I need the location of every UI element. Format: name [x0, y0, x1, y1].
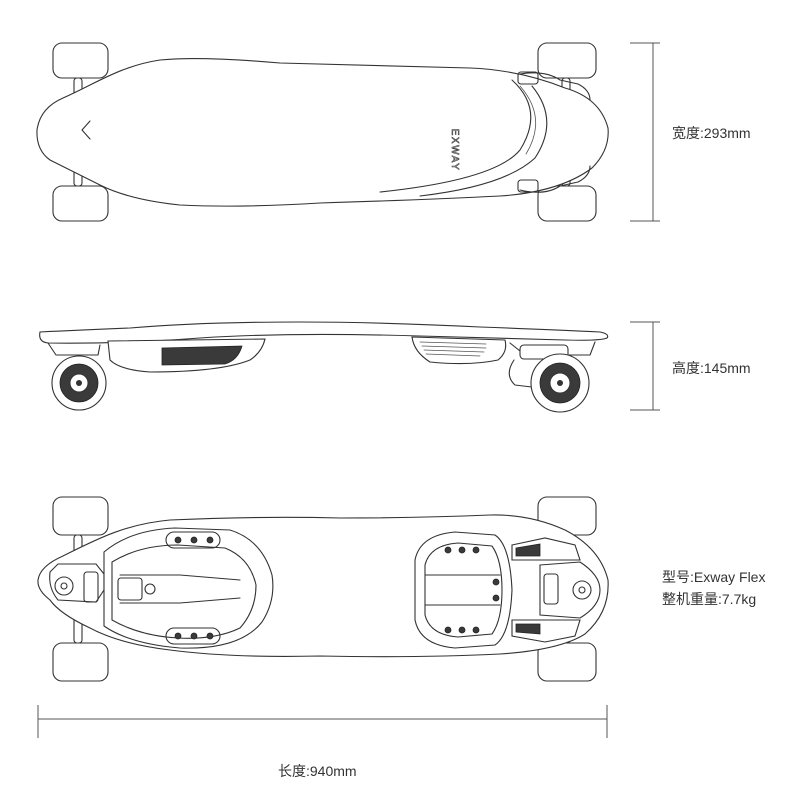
top-view-deck: [37, 59, 608, 207]
model-label: 型号:Exway Flex: [662, 569, 766, 585]
top-view-wheels: [53, 43, 596, 221]
height-dimension-line: [630, 322, 660, 410]
length-dimension-line: [38, 705, 607, 738]
weight-label: 整机重量:7.7kg: [662, 591, 757, 607]
width-dimension-line: [630, 43, 660, 221]
top-view: EXWAY: [37, 43, 608, 221]
bottom-view: [38, 497, 608, 681]
deck-logo: EXWAY: [449, 129, 460, 172]
bottom-view-front-drive: [512, 538, 600, 642]
side-view-front-wheel: [531, 354, 589, 412]
side-view-vents: [420, 342, 486, 356]
deck-direction-arrow: [82, 121, 90, 139]
bottom-view-battery-enclosure: [104, 528, 273, 648]
bottom-view-esc-enclosure: [415, 532, 512, 648]
side-view-rear-wheel: [52, 356, 106, 410]
side-view-deck: [40, 322, 608, 343]
side-view: [40, 322, 608, 412]
height-label: 高度:145mm: [672, 360, 751, 376]
bottom-view-rear-truck: [50, 564, 104, 602]
length-label: 长度:940mm: [278, 763, 357, 779]
width-label: 宽度:293mm: [672, 125, 751, 141]
